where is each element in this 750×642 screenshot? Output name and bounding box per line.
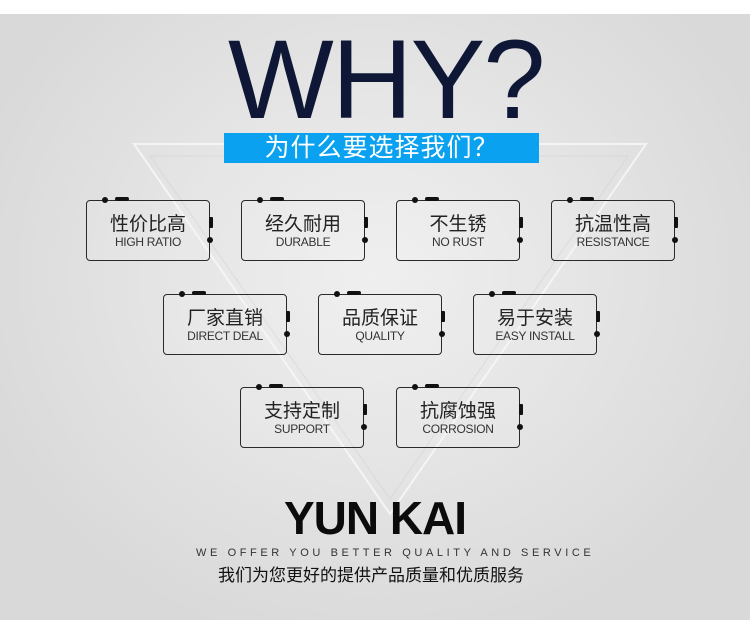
feature-card-resistance: 抗温性高 RESISTANCE — [551, 197, 678, 261]
dot-decoration — [489, 291, 495, 297]
dot-decoration — [517, 424, 523, 430]
feature-subtitle: SUPPORT — [274, 422, 330, 436]
feature-subtitle: CORROSION — [422, 422, 494, 436]
brand-logo-text: YUN KAI — [283, 492, 467, 544]
feature-title: 抗腐蚀强 — [419, 401, 496, 422]
dot-decoration — [439, 331, 445, 337]
bar-decoration — [519, 404, 523, 415]
feature-card-high-ratio: 性价比高 HIGH RATIO — [86, 197, 213, 261]
feature-card-no-rust: 不生锈 NO RUST — [396, 197, 523, 261]
dot-decoration — [334, 291, 340, 297]
feature-subtitle: DIRECT DEAL — [187, 329, 263, 343]
background-panel — [0, 14, 750, 620]
dot-decoration — [361, 424, 367, 430]
bar-decoration — [192, 291, 206, 295]
bar-decoration — [363, 404, 367, 415]
dot-decoration — [257, 197, 263, 203]
bar-decoration — [674, 217, 678, 228]
dot-decoration — [567, 197, 573, 203]
bar-decoration — [580, 197, 594, 201]
dot-decoration — [179, 291, 185, 297]
feature-subtitle: NO RUST — [432, 235, 484, 249]
feature-card-easy-install: 易于安装 EASY INSTALL — [473, 291, 600, 355]
bar-decoration — [441, 311, 445, 322]
feature-title: 性价比高 — [109, 214, 186, 235]
bar-decoration — [425, 384, 439, 388]
bar-decoration — [364, 217, 368, 228]
dot-decoration — [517, 237, 523, 243]
bar-decoration — [270, 197, 284, 201]
dot-decoration — [284, 331, 290, 337]
bar-decoration — [209, 217, 213, 228]
feature-title: 支持定制 — [263, 401, 340, 422]
dot-decoration — [362, 237, 368, 243]
dot-decoration — [412, 197, 418, 203]
dot-decoration — [594, 331, 600, 337]
feature-title: 抗温性高 — [574, 214, 651, 235]
feature-card-corrosion: 抗腐蚀强 CORROSION — [396, 384, 523, 448]
feature-title: 经久耐用 — [264, 214, 341, 235]
feature-card-durable: 经久耐用 DURABLE — [241, 197, 368, 261]
feature-title: 品质保证 — [341, 308, 418, 329]
feature-subtitle: RESISTANCE — [576, 235, 650, 249]
dot-decoration — [672, 237, 678, 243]
feature-card-direct-deal: 厂家直销 DIRECT DEAL — [163, 291, 290, 355]
bar-decoration — [596, 311, 600, 322]
bar-decoration — [347, 291, 361, 295]
feature-title: 易于安装 — [496, 308, 573, 329]
bar-decoration — [519, 217, 523, 228]
brand-subtitle: 我们为您更好的提供产品质量和优质服务 — [218, 566, 524, 585]
dot-decoration — [102, 197, 108, 203]
feature-title: 厂家直销 — [186, 308, 263, 329]
page-title: WHY? — [228, 17, 546, 142]
brand-tagline: WE OFFER YOU BETTER QUALITY AND SERVICE — [196, 547, 595, 559]
bar-decoration — [269, 384, 283, 388]
feature-subtitle: DURABLE — [275, 235, 331, 249]
bar-decoration — [115, 197, 129, 201]
bar-decoration — [286, 311, 290, 322]
feature-title: 不生锈 — [429, 214, 487, 235]
feature-card-quality: 品质保证 QUALITY — [318, 291, 445, 355]
feature-subtitle: EASY INSTALL — [495, 329, 575, 343]
dot-decoration — [207, 237, 213, 243]
dot-decoration — [412, 384, 418, 390]
feature-card-support: 支持定制 SUPPORT — [240, 384, 367, 448]
feature-subtitle: HIGH RATIO — [114, 235, 182, 249]
dot-decoration — [256, 384, 262, 390]
bar-decoration — [425, 197, 439, 201]
bar-decoration — [502, 291, 516, 295]
feature-subtitle: QUALITY — [355, 329, 405, 343]
page-subtitle-banner: 为什么要选择我们？ — [224, 133, 539, 163]
